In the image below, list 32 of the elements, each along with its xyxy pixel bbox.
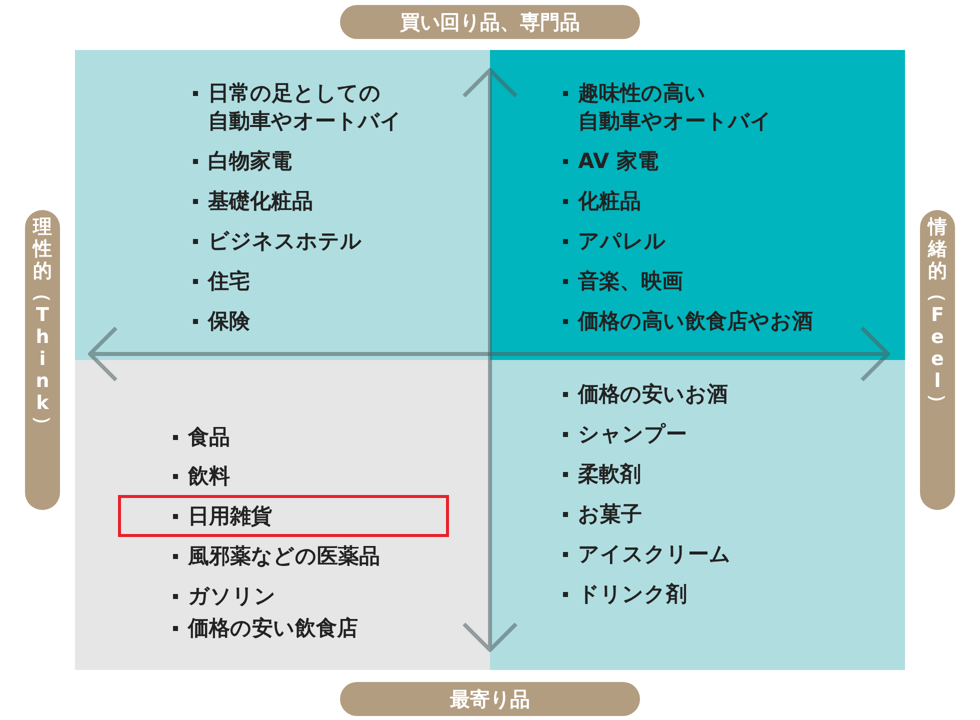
list-item: ガソリン: [170, 582, 276, 610]
list-item: アイスクリーム: [560, 540, 731, 568]
list-item: 住宅: [190, 267, 250, 295]
list-item: 食品: [170, 423, 230, 451]
axis-label-pill: 情緒的（Feel）: [920, 210, 955, 510]
list-item: 風邪薬などの医薬品: [170, 542, 380, 570]
list-item: 価格の高い飲食店やお酒: [560, 307, 813, 335]
axis-label-pill: 買い回り品、専門品: [340, 5, 640, 39]
quadrant-panel: [75, 360, 490, 670]
list-item: 柔軟剤: [560, 460, 641, 488]
list-item: 価格の安いお酒: [560, 380, 728, 408]
list-item: ドリンク剤: [560, 580, 687, 608]
list-item: 基礎化粧品: [190, 187, 313, 215]
list-item: 白物家電: [190, 147, 292, 175]
quadrant-panel: [490, 50, 905, 360]
list-item: 化粧品: [560, 187, 641, 215]
list-item: AV 家電: [560, 147, 658, 175]
list-item: ビジネスホテル: [190, 227, 362, 255]
list-item: 日常の足としての自動車やオートバイ: [190, 79, 402, 135]
list-item: 日用雑貨: [170, 502, 272, 530]
list-item: 趣味性の高い自動車やオートバイ: [560, 79, 772, 135]
list-item: 価格の安い飲食店: [170, 614, 358, 642]
list-item: 音楽、映画: [560, 267, 683, 295]
list-item: シャンプー: [560, 420, 687, 448]
list-item: アパレル: [560, 227, 666, 255]
axis-label-pill: 理性的（Think）: [25, 210, 60, 510]
quadrant-panel: [490, 360, 905, 670]
list-item: 保険: [190, 307, 250, 335]
axis-label-pill: 最寄り品: [340, 682, 640, 716]
quadrant-panel: [75, 50, 490, 360]
list-item: 飲料: [170, 462, 230, 490]
list-item: お菓子: [560, 500, 642, 528]
